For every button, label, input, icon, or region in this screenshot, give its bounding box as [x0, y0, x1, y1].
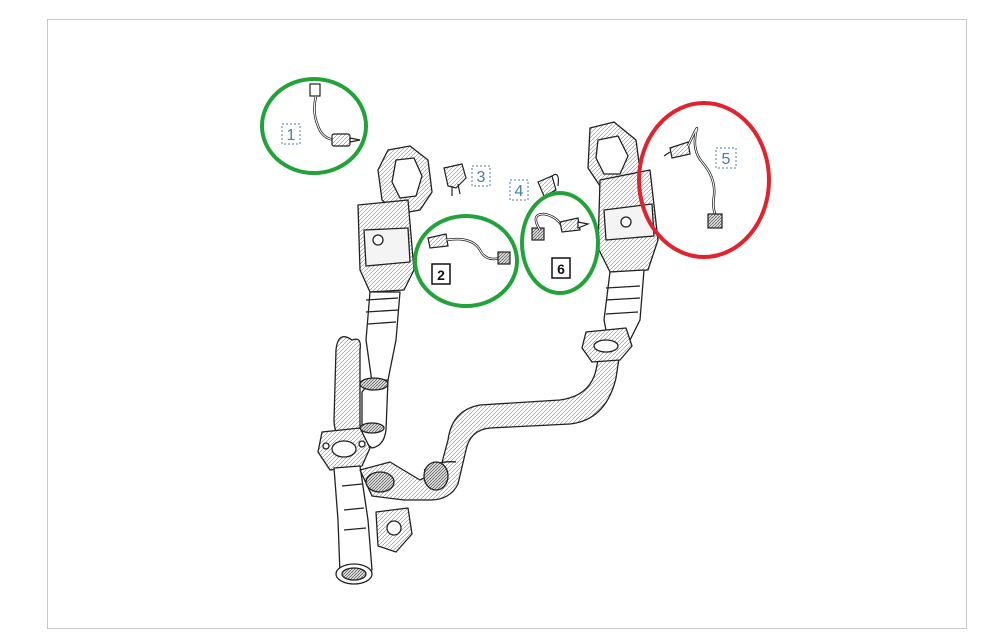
crossover-pipe	[359, 349, 621, 553]
highlight-circle-green-6	[520, 191, 600, 295]
highlight-circle-red-5	[637, 101, 771, 259]
left-exhaust-manifold	[357, 145, 433, 383]
callout-4: 4	[509, 179, 529, 201]
oxygen-sensor-1	[309, 83, 361, 147]
callout-3-label: 3	[477, 169, 486, 186]
oxygen-sensor-2	[427, 233, 511, 265]
lower-flange-pipe	[317, 427, 373, 585]
right-exhaust-manifold	[581, 121, 659, 363]
callout-5-label: 5	[722, 151, 731, 168]
callout-6: 6	[551, 257, 571, 279]
oxygen-sensor-5	[663, 127, 723, 229]
highlight-circle-green-1	[260, 77, 368, 175]
callout-5: 5	[715, 147, 737, 169]
callout-2-label: 2	[437, 267, 445, 283]
callout-6-label: 6	[557, 261, 565, 277]
diagram-frame	[47, 19, 967, 629]
callout-4-label: 4	[515, 183, 524, 200]
part-4-clip	[537, 173, 559, 197]
callout-3: 3	[471, 165, 491, 187]
oxygen-sensor-6	[531, 212, 591, 241]
callout-1: 1	[281, 123, 301, 145]
callout-2: 2	[431, 263, 451, 285]
callout-1-label: 1	[287, 127, 296, 144]
part-3-bracket	[443, 163, 467, 196]
highlight-circle-green-2	[413, 214, 519, 308]
